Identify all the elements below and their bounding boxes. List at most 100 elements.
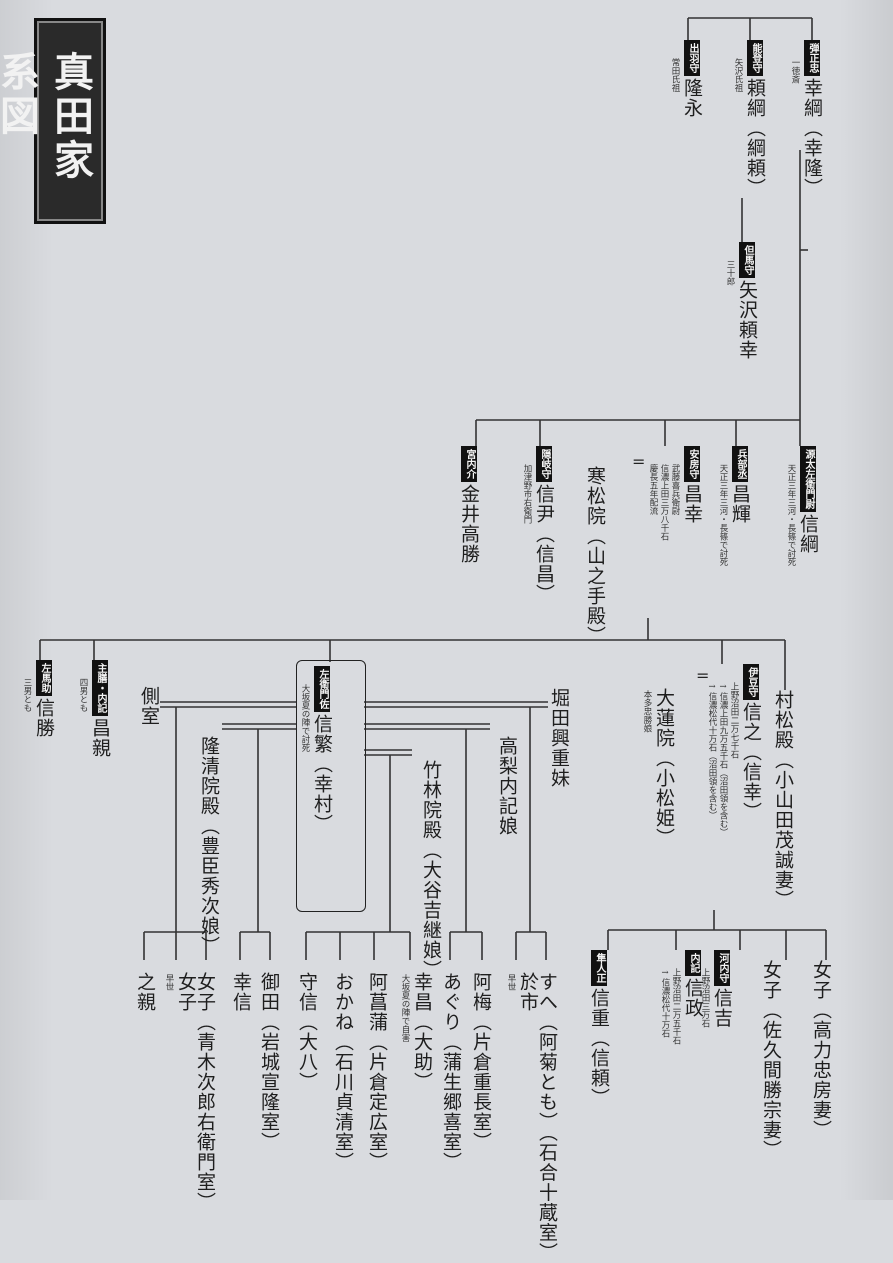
person-name: 信重（信頼） [588, 988, 610, 1108]
person-title-badge: 伊豆守 [743, 664, 759, 700]
person-main-column: 幸昌（大助） [411, 972, 433, 1092]
person-name: 隆清院殿（豊臣秀次娘） [198, 736, 220, 956]
person-yukitsuna: 弾正忠幸綱（幸隆）一徳斎 [790, 40, 823, 198]
person-main-column: 寒松院（山之手殿） [584, 466, 606, 646]
person-name: 村松殿（小山田茂誠妻） [772, 690, 794, 910]
person-main-column: 隆清院殿（豊臣秀次娘） [198, 736, 220, 956]
person-name: 於市 [517, 972, 539, 1012]
person-note: 矢沢氏祖 [733, 58, 743, 92]
person-main-column: 阿梅（片倉重長室） [470, 972, 492, 1152]
person-main-column: 堀田興重妹 [548, 688, 570, 788]
person-name: 堀田興重妹 [548, 688, 570, 788]
person-name: 高梨内記娘 [496, 736, 518, 836]
person-main-column: 幸信 [230, 972, 252, 1012]
person-title-badge: 宮内介 [461, 446, 477, 482]
person-name: 幸信 [230, 972, 252, 1012]
person-name: 信尹（信昌） [533, 484, 555, 604]
person-title-badge: 弾正忠 [804, 40, 820, 76]
person-sokushitsu: 側室 [138, 686, 160, 726]
person-nobushige2: 隼人正信重（信頼） [588, 950, 610, 1108]
person-main-column: 女子（佐久間勝宗妻） [760, 960, 782, 1160]
person-main-column: 左馬助信勝 [33, 660, 55, 738]
person-note: 一徳斎 [790, 58, 800, 84]
person-name: おかね（石川貞清室） [332, 972, 354, 1172]
lineage-lines [39, 17, 827, 960]
person-joshi_aoki: 女子（青木次郎右衛門室） [194, 972, 216, 1212]
person-main-column: 能登守頼綱（綱頼） [744, 40, 766, 198]
person-note: 武藤喜兵衛尉 [670, 464, 680, 515]
person-name: 女子（青木次郎右衛門室） [194, 972, 216, 1212]
person-main-column: 女子（青木次郎右衛門室） [194, 972, 216, 1212]
person-note: 天正三年三河・長篠で討死 [718, 464, 728, 566]
person-oda: 御田（岩城宣隆室） [258, 972, 280, 1152]
person-main-column: 隠岐守信尹（信昌） [533, 446, 555, 604]
person-name: あぐり（蒲生郷喜室） [440, 972, 462, 1172]
person-title-badge: 河内守 [714, 950, 730, 986]
person-joshi_sosei: 女子早世 [164, 972, 197, 1012]
person-joshi_takariki: 女子（高力忠房妻） [810, 960, 832, 1140]
person-nobuyoshi: 河内守信吉上野沼田三万石 [700, 950, 733, 1028]
person-main-column: 内記信政 [682, 950, 704, 1018]
person-note: 上野沼田二万五千石 [671, 968, 681, 1045]
person-name: 側室 [138, 686, 160, 726]
person-name: 竹林院殿（大谷吉継娘） [420, 760, 442, 980]
person-title-badge: 兵部丞 [732, 446, 748, 482]
person-main-column: 側室 [138, 686, 160, 726]
person-main-column: 安房守昌幸 [681, 446, 703, 524]
person-morinobu: 守信（大八） [296, 972, 318, 1092]
person-main-column: 大蓮院（小松姫） [653, 688, 675, 848]
person-name: 女子（高力忠房妻） [810, 960, 832, 1140]
person-main-column: あぐり（蒲生郷喜室） [440, 972, 462, 1172]
person-main-column: 出羽守隆永 [681, 40, 703, 118]
person-main-column: 兵部丞昌輝 [729, 446, 751, 524]
person-chikurin: 竹林院殿（大谷吉継娘） [420, 760, 442, 980]
person-yukinobu: 幸信 [230, 972, 252, 1012]
person-main-column: 宮内介金井高勝 [458, 446, 480, 564]
person-name: 金井高勝 [458, 484, 480, 564]
title-plaque: 真田家系図 [0, 18, 106, 224]
person-name: 信之（信幸） [740, 702, 762, 822]
person-note: 大坂夏の陣で討死 [300, 684, 310, 752]
person-title-badge: 左馬助 [36, 660, 52, 696]
person-name: 女子 [175, 972, 197, 1012]
spouse-mark-kanshoin: = [632, 452, 646, 471]
person-note: →信濃松代十万石（沼田領を含む） [707, 682, 717, 820]
person-main-column: 左衛門佐信繁（幸村） [311, 666, 333, 834]
person-note: 信濃上田三万八千石 [659, 464, 669, 541]
person-name: 大蓮院（小松姫） [653, 688, 675, 848]
person-muramatsu: 村松殿（小山田茂誠妻） [772, 690, 794, 910]
person-note: 上野沼田三万石 [700, 968, 710, 1028]
nobushige-frame [296, 660, 366, 912]
person-main-column: 守信（大八） [296, 972, 318, 1092]
person-title-badge: 内記 [685, 950, 701, 976]
person-name: 幸綱（幸隆） [801, 78, 823, 198]
person-main-column: すへ（阿菊とも）（石合十蔵室） [536, 972, 558, 1263]
person-main-column: 源太左衛門尉信綱 [797, 446, 819, 554]
person-nobushige: 左衛門佐信繁（幸村）大坂夏の陣で討死 [300, 666, 333, 834]
person-title-badge: 隼人正 [591, 950, 607, 986]
person-main-column: おかね（石川貞清室） [332, 972, 354, 1172]
person-note: 上野沼田二万七千石 [729, 682, 739, 759]
person-main-column: 但馬守矢沢頼幸 [736, 242, 758, 360]
person-oume: 阿梅（片倉重長室） [470, 972, 492, 1152]
person-sue: すへ（阿菊とも）（石合十蔵室） [536, 972, 558, 1263]
person-note: 四男とも [78, 678, 88, 712]
person-name: 昌親 [89, 718, 111, 758]
person-main-column: 之親 [134, 972, 156, 1012]
person-main-column: 於市 [517, 972, 539, 1012]
person-name: 之親 [134, 972, 156, 1012]
person-title-badge: 安房守 [684, 446, 700, 482]
person-masateru: 兵部丞昌輝天正三年三河・長篠で討死 [718, 446, 751, 566]
person-ryuseiin: 隆清院殿（豊臣秀次娘） [198, 736, 220, 956]
person-note: 慶長五年配流 [648, 464, 658, 515]
person-name: 信勝 [33, 698, 55, 738]
person-main-column: 御田（岩城宣隆室） [258, 972, 280, 1152]
person-name: 昌幸 [681, 484, 703, 524]
person-main-column: 竹林院殿（大谷吉継娘） [420, 760, 442, 980]
person-daiinin: 大蓮院（小松姫）本多忠勝娘 [642, 688, 675, 848]
person-name: 寒松院（山之手殿） [584, 466, 606, 646]
person-main-column: 女子（高力忠房妻） [810, 960, 832, 1140]
person-note: →信濃松代十万石 [660, 968, 670, 1038]
person-title-badge: 但馬守 [739, 242, 755, 278]
